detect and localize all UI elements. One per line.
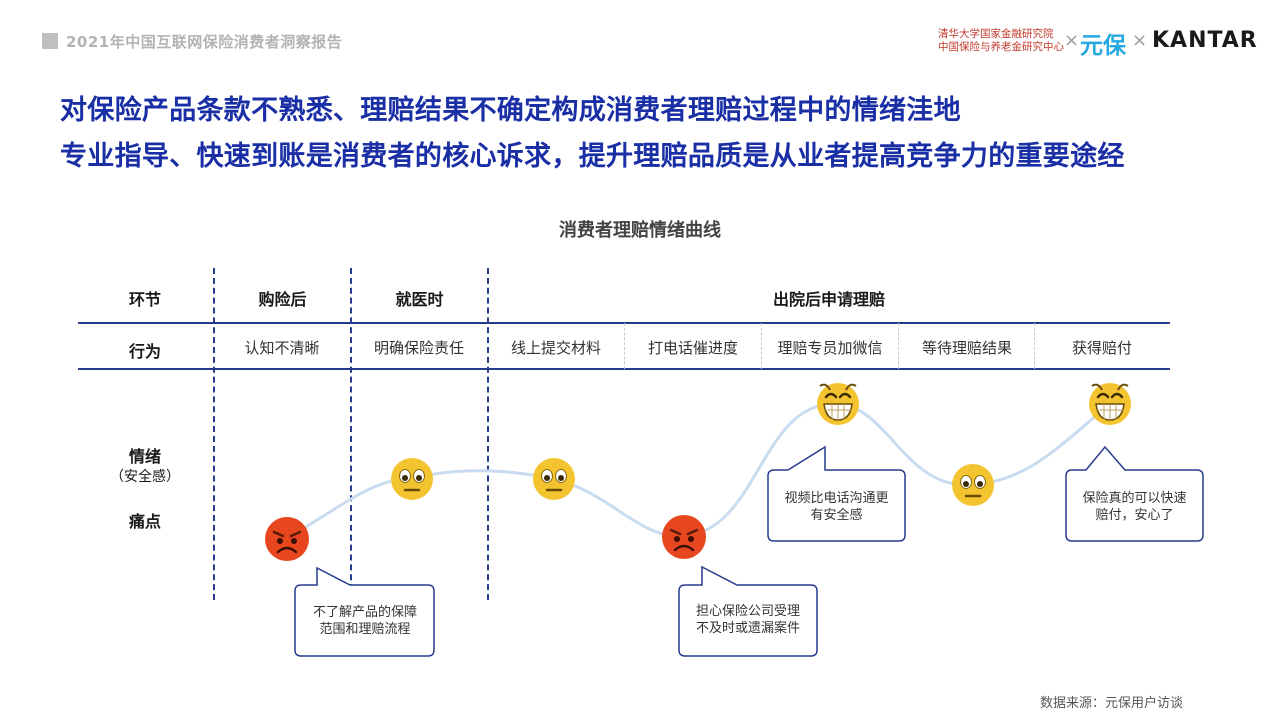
- report-title: 2021年中国互联网保险消费者洞察报告: [66, 33, 343, 51]
- action-understanding: 认知不清晰: [244, 339, 320, 357]
- angry-face-icon: [662, 515, 706, 559]
- bubble-1-line-2: 范围和理赔流程: [319, 622, 411, 637]
- diagram-title: 消费者理赔情绪曲线: [559, 220, 721, 241]
- action-separator-3: [898, 323, 899, 369]
- row-label-pain: 痛点: [128, 512, 161, 531]
- action-separator-1: [624, 323, 625, 369]
- phase-during-treatment: 就医时: [395, 290, 444, 309]
- kantar-logo: KANTAR: [1152, 28, 1258, 53]
- phase-claim-after-discharge: 出院后申请理赔: [772, 290, 885, 309]
- action-call-progress: 打电话催进度: [647, 339, 738, 357]
- bubble-3-line-1: 视频比电话沟通更: [784, 491, 889, 506]
- institution-line-2: 中国保险与养老金研究中心: [938, 41, 1064, 53]
- action-get-paid: 获得赔付: [1071, 339, 1132, 357]
- data-source: 数据来源：元保用户访谈: [1040, 696, 1184, 711]
- header-square-icon: [42, 33, 58, 49]
- bubble-3-line-2: 有安全感: [810, 508, 863, 523]
- phase-divider-2: [350, 268, 352, 600]
- pain-bubble-3: [767, 445, 906, 542]
- times-sign-2: ×: [1132, 30, 1148, 51]
- neutral-face-icon: [533, 458, 575, 500]
- phase-divider-1: [213, 268, 215, 600]
- action-await-result: 等待理赔结果: [921, 339, 1012, 357]
- neutral-face-icon: [391, 458, 433, 500]
- pain-bubble-4: [1065, 445, 1204, 542]
- phase-divider-3: [487, 268, 489, 600]
- bubble-4-line-1: 保险真的可以快速: [1082, 491, 1187, 506]
- institution-logo: 清华大学国家金融研究院 中国保险与养老金研究中心: [938, 28, 1064, 54]
- bubble-1-line-1: 不了解产品的保障: [312, 605, 417, 620]
- action-separator-2: [761, 323, 762, 369]
- bubble-1-text: 不了解产品的保障 范围和理赔流程: [295, 604, 435, 638]
- yuanbao-logo: 元保: [1080, 33, 1126, 59]
- bubble-2-line-2: 不及时或遗漏案件: [695, 621, 800, 636]
- times-sign-1: ×: [1064, 30, 1080, 51]
- action-clarify-coverage: 明确保险责任: [373, 339, 464, 357]
- headline-line-2: 专业指导、快速到账是消费者的核心诉求，提升理赔品质是从业者提高竞争力的重要途经: [60, 141, 1125, 172]
- row-label-emotion-sub: （安全感）: [110, 469, 180, 485]
- row-label-behavior: 行为: [128, 342, 161, 361]
- row-label-stage: 环节: [128, 290, 161, 309]
- action-add-wechat: 理赔专员加微信: [777, 339, 883, 357]
- bubble-4-text: 保险真的可以快速 赔付，安心了: [1066, 490, 1203, 524]
- grinning-face-icon: [1089, 383, 1131, 425]
- bubble-3-text: 视频比电话沟通更 有安全感: [768, 490, 905, 524]
- bubble-4-line-2: 赔付，安心了: [1095, 508, 1174, 523]
- pain-bubble-1: [294, 566, 435, 657]
- neutral-face-icon: [952, 464, 994, 506]
- action-separator-4: [1034, 323, 1035, 369]
- row-label-emotion: 情绪: [128, 447, 161, 466]
- phase-after-purchase: 购险后: [258, 290, 307, 309]
- pain-bubble-2: [678, 565, 818, 657]
- institution-line-1: 清华大学国家金融研究院: [938, 28, 1054, 40]
- action-submit-online: 线上提交材料: [510, 339, 601, 357]
- angry-face-icon: [265, 517, 309, 561]
- table-divider-bottom: [78, 368, 1170, 370]
- grinning-face-icon: [817, 383, 859, 425]
- bubble-2-line-1: 担心保险公司受理: [695, 604, 800, 619]
- bubble-2-text: 担心保险公司受理 不及时或遗漏案件: [679, 603, 817, 637]
- headline-line-1: 对保险产品条款不熟悉、理赔结果不确定构成消费者理赔过程中的情绪洼地: [60, 95, 961, 126]
